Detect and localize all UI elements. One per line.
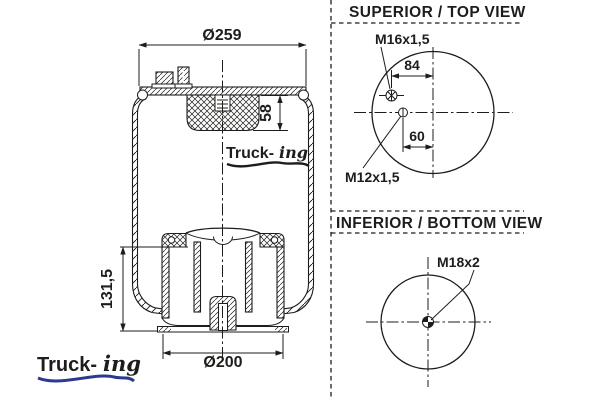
logo-swoosh xyxy=(226,161,310,168)
logo-swoosh xyxy=(37,374,135,383)
piston-wall-left xyxy=(161,246,170,319)
piston-wall-right xyxy=(276,246,285,319)
brand-logo: Truck- ing xyxy=(37,351,141,383)
stud-flange xyxy=(174,83,193,89)
logo-text-ing: ing xyxy=(279,143,308,162)
leader-m16 xyxy=(380,46,391,90)
stud-flange xyxy=(151,83,178,89)
base-lip-right xyxy=(275,327,287,332)
bottom-view-title: INFERIOR / BOTTOM VIEW xyxy=(336,215,543,232)
dim-label-84: 84 xyxy=(404,57,420,73)
hole-spoke xyxy=(387,91,396,100)
bottom-view-section: INFERIOR / BOTTOM VIEW M18x2 xyxy=(331,210,543,387)
thread-dot xyxy=(182,75,185,79)
top-view-section: SUPERIOR / TOP VIEW M16x1,5 M12x1,5 84 xyxy=(331,4,526,185)
thread-dot xyxy=(182,70,185,74)
dim-label-58: 58 xyxy=(258,104,275,122)
leader-m18 xyxy=(430,269,475,321)
dim-60: 60 xyxy=(402,118,434,152)
threaded-stud xyxy=(174,66,193,89)
m12-hole xyxy=(398,107,408,118)
logo-text-truck: Truck- xyxy=(226,145,274,162)
bellows-wall-right xyxy=(283,94,315,315)
bellows-wall-left xyxy=(131,94,163,315)
dim-bumper-height: 58 xyxy=(253,95,288,131)
piston-tube-left xyxy=(193,241,202,313)
leader-m12 xyxy=(362,115,402,169)
bead-seat-left xyxy=(167,236,176,244)
dim-label-d259: Ø259 xyxy=(202,27,241,44)
logo-text-ing: ing xyxy=(103,351,141,376)
dim-label-60: 60 xyxy=(409,128,425,144)
m18-hole xyxy=(422,316,434,328)
hole-fill-quadrant xyxy=(422,316,428,322)
label-m12: M12x1,5 xyxy=(345,169,400,185)
dim-label-d200: Ø200 xyxy=(203,354,242,371)
top-view-title: SUPERIOR / TOP VIEW xyxy=(349,4,526,21)
air-fitting-stud xyxy=(151,71,178,89)
logo-watermark: Truck- ing xyxy=(226,143,310,168)
thread-dot xyxy=(182,80,185,84)
plate-bead-left xyxy=(137,89,148,101)
bead-seat-right xyxy=(270,236,279,244)
base-lip-left xyxy=(159,327,171,332)
dim-84: 84 xyxy=(391,57,434,88)
hole-fill-quadrant xyxy=(428,322,434,328)
dim-top-diameter: Ø259 xyxy=(138,27,307,86)
label-m16: M16x1,5 xyxy=(375,31,430,47)
label-m18: M18x2 xyxy=(437,254,480,270)
piston-tube-right xyxy=(244,241,253,313)
dim-piston-height: 131,5 xyxy=(99,246,188,332)
section-view: Ø259 58 131,5 Ø200 Truck- ing xyxy=(99,27,315,371)
dim-label-131-5: 131,5 xyxy=(99,269,116,309)
plate-bead-right xyxy=(298,89,309,101)
logo-text-truck: Truck- xyxy=(37,354,97,376)
m16-hole xyxy=(379,89,404,102)
